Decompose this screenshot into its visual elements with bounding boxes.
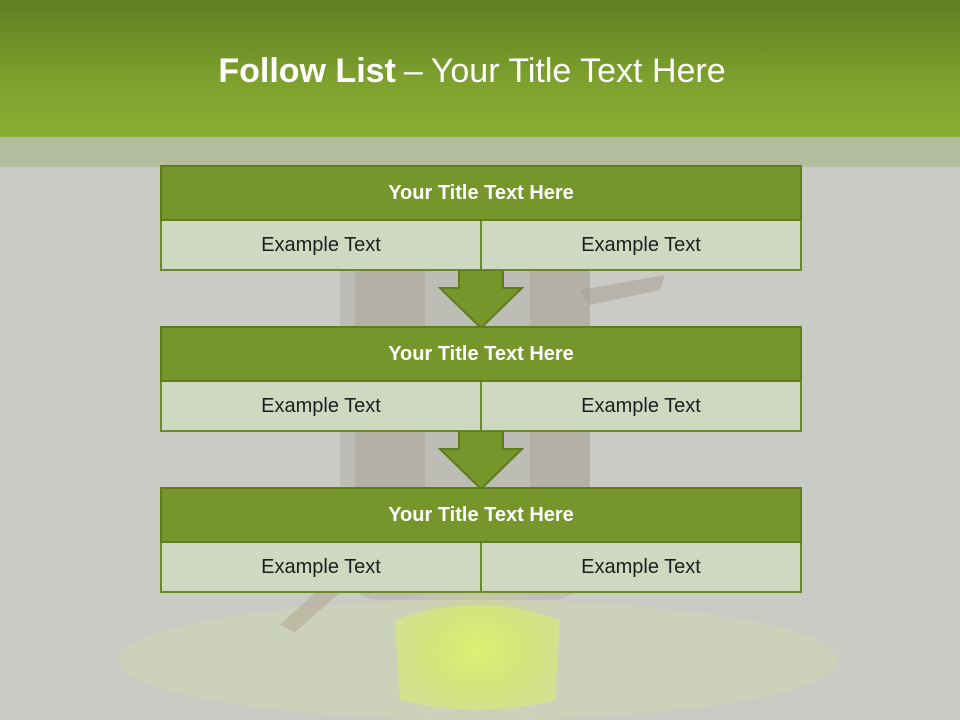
slide-title-bold: Follow List (218, 52, 396, 90)
block-cell-right: Example Text (482, 382, 802, 432)
list-block-3: Your Title Text Here Example Text Exampl… (160, 487, 802, 593)
block-row: Example Text Example Text (160, 382, 802, 432)
block-cell-right: Example Text (482, 221, 802, 271)
slide-title: Follow List–Your Title Text Here (0, 52, 944, 91)
block-row: Example Text Example Text (160, 543, 802, 593)
down-arrow-icon (438, 270, 524, 330)
slide-title-separator: – (403, 52, 423, 90)
list-block-1: Your Title Text Here Example Text Exampl… (160, 165, 802, 271)
header-strip (0, 137, 960, 167)
block-title: Your Title Text Here (160, 326, 802, 382)
block-title: Your Title Text Here (160, 165, 802, 221)
down-arrow-icon (438, 431, 524, 491)
block-cell-left: Example Text (160, 543, 482, 593)
block-cell-left: Example Text (160, 382, 482, 432)
header-band (0, 0, 960, 137)
block-cell-right: Example Text (482, 543, 802, 593)
list-block-2: Your Title Text Here Example Text Exampl… (160, 326, 802, 432)
block-title: Your Title Text Here (160, 487, 802, 543)
slide-title-rest: Your Title Text Here (430, 52, 726, 90)
block-row: Example Text Example Text (160, 221, 802, 271)
block-cell-left: Example Text (160, 221, 482, 271)
